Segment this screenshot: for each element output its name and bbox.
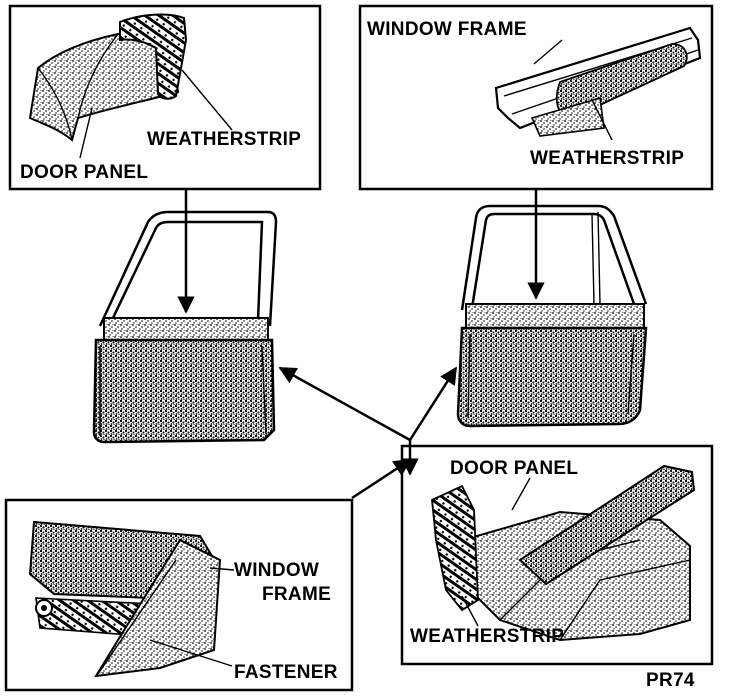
label-bl-fastener: FASTENER bbox=[234, 662, 338, 683]
door-panel-sheet-drawing bbox=[28, 28, 180, 142]
arrow-bl-box-to-hub bbox=[351, 458, 412, 500]
label-bl-frame: FRAME bbox=[262, 584, 331, 605]
door-right-window-frame bbox=[460, 204, 648, 311]
label-tl-weatherstrip: WEATHERSTRIP bbox=[147, 129, 301, 150]
detail-box-top-left: WEATHERSTRIP DOOR PANEL bbox=[8, 4, 322, 191]
door-right-weatherstrip-band bbox=[465, 303, 645, 329]
fastener-panel-drawing bbox=[94, 538, 222, 678]
door-left-weatherstrip-band bbox=[103, 317, 269, 341]
detail-box-bottom-left: WINDOW FRAME FASTENER bbox=[4, 498, 354, 692]
door-left-window-frame bbox=[98, 210, 278, 327]
connector-arrows bbox=[177, 189, 545, 500]
weatherstrip-channel-drawing bbox=[555, 43, 688, 119]
weatherstrip-bead-drawing-br bbox=[431, 484, 479, 612]
label-br-weatherstrip: WEATHERSTRIP bbox=[410, 626, 564, 647]
label-bl-window: WINDOW bbox=[234, 560, 319, 581]
arrow-hub-to-left-door bbox=[278, 366, 411, 442]
detail-box-bottom-right: DOOR PANEL WEATHERSTRIP bbox=[400, 444, 714, 666]
label-tr-window-frame: WINDOW FRAME bbox=[367, 19, 527, 40]
door-left bbox=[92, 210, 278, 444]
weatherstrip-bead-drawing bbox=[119, 13, 188, 100]
door-right bbox=[456, 204, 648, 428]
label-tr-weatherstrip: WEATHERSTRIP bbox=[530, 148, 684, 169]
arrow-hub-to-right-door bbox=[408, 366, 458, 441]
label-br-door-panel: DOOR PANEL bbox=[450, 458, 578, 479]
door-left-panel bbox=[92, 338, 276, 444]
door-right-panel bbox=[456, 326, 648, 428]
figure-code: PR74 bbox=[646, 670, 695, 691]
detail-box-top-right: WINDOW FRAME WEATHERSTRIP bbox=[358, 4, 714, 191]
label-tl-door-panel: DOOR PANEL bbox=[20, 162, 148, 183]
